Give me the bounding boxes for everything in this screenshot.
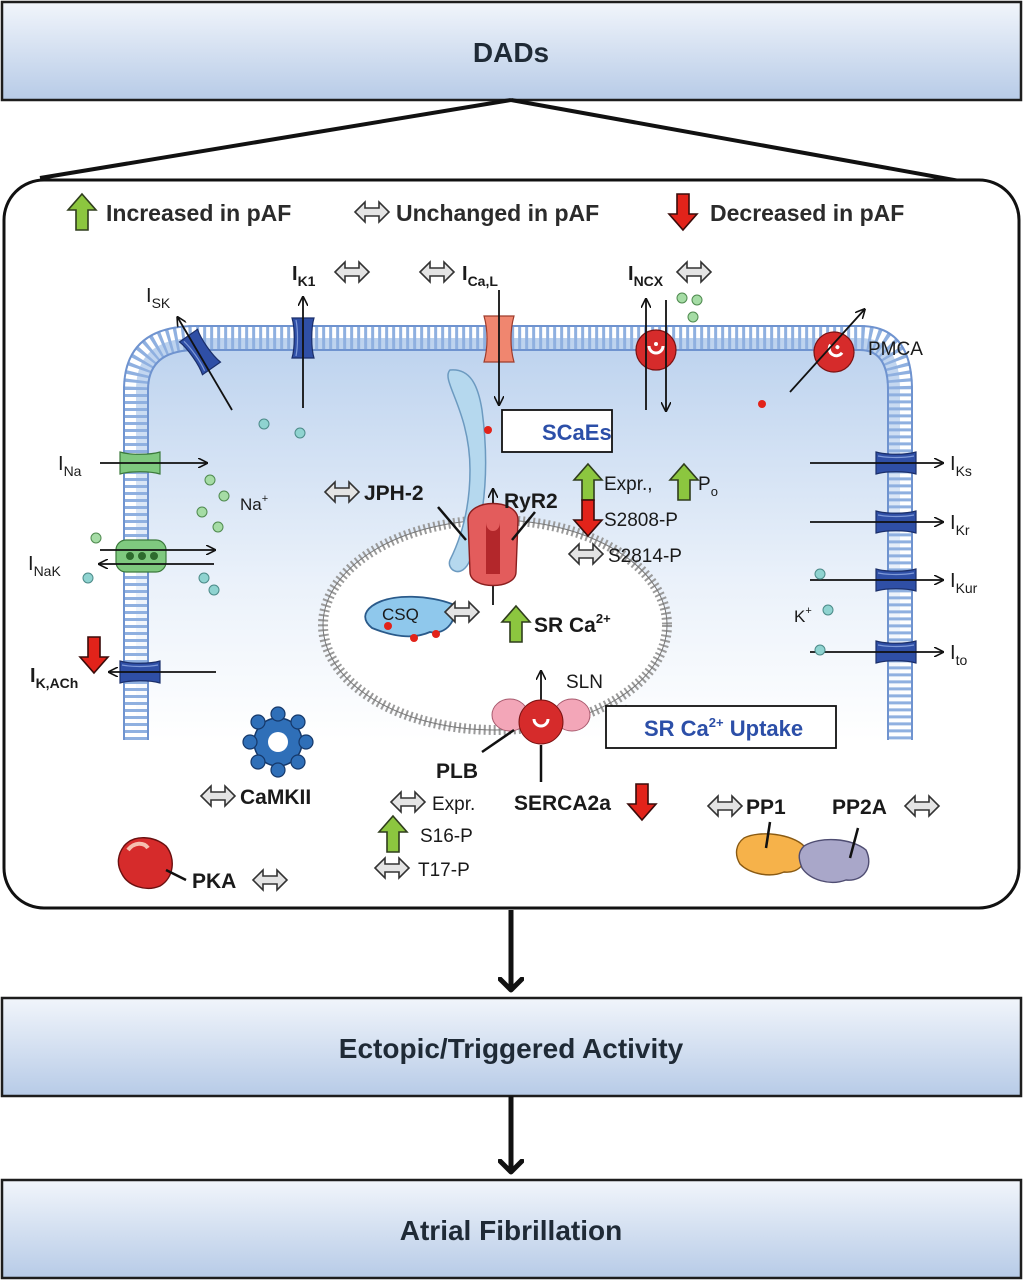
t17-label: T17-P xyxy=(418,860,470,881)
plb-label: PLB xyxy=(436,760,478,783)
legend-decreased: Decreased in pAF xyxy=(710,200,904,226)
camkii-label: CaMKII xyxy=(240,786,311,809)
ina-label: INa xyxy=(58,453,82,479)
pp2a-label: PP2A xyxy=(832,796,887,819)
incx-label: INCX xyxy=(628,263,664,289)
legend-unchanged: Unchanged in pAF xyxy=(396,200,599,226)
pmca-label: PMCA xyxy=(868,339,923,360)
inak-label: INaK xyxy=(28,553,61,579)
pp1-label: PP1 xyxy=(746,796,786,819)
sln-label: SLN xyxy=(566,672,603,693)
ikur-label: IKur xyxy=(950,570,978,596)
ryr2-po-label: Po xyxy=(698,474,718,499)
dads-title: DADs xyxy=(473,37,549,68)
sr-ca-label: SR Ca2+ xyxy=(534,611,611,637)
plb-expr-label: Expr. xyxy=(432,794,475,815)
ions xyxy=(82,292,834,656)
csq-label: CSQ xyxy=(382,605,419,624)
isk-arrow xyxy=(178,318,233,411)
sr-uptake-label: SR Ca2+ Uptake xyxy=(644,715,803,741)
pp2a-icon xyxy=(798,838,870,884)
funnel-left xyxy=(39,98,512,180)
iks-label: IKs xyxy=(950,453,972,479)
scaes-box xyxy=(501,409,613,453)
isk-label: ISK xyxy=(146,285,171,311)
sr-uptake-box xyxy=(605,705,837,749)
ikr-label: IKr xyxy=(950,512,970,538)
jph2-label: JPH-2 xyxy=(364,482,424,505)
pka-label: PKA xyxy=(192,870,236,893)
camkii-icon xyxy=(242,706,314,778)
dads-box xyxy=(0,0,1023,102)
pka-leader xyxy=(165,868,187,882)
inak-pump xyxy=(115,539,167,573)
ryr2-label: RyR2 xyxy=(504,490,558,513)
legend-increased: Increased in pAF xyxy=(106,200,291,226)
pmca-arrow xyxy=(789,310,864,393)
ikach-label: IK,ACh xyxy=(30,665,78,691)
pp1-icon xyxy=(735,833,807,876)
s2814-label: S2814-P xyxy=(608,546,682,567)
funnel-right xyxy=(510,98,966,184)
pka-icon xyxy=(117,837,173,890)
ito-label: Ito xyxy=(950,642,967,668)
ectopic-box xyxy=(0,996,1023,1098)
ryr2-channel xyxy=(467,502,519,587)
s16-label: S16-P xyxy=(420,826,473,847)
serca-label: SERCA2a xyxy=(514,792,611,815)
s2808-label: S2808-P xyxy=(604,510,678,531)
ectopic-title: Ectopic/Triggered Activity xyxy=(339,1033,684,1064)
ik1-label: IK1 xyxy=(292,263,316,289)
ryr2-expr-label: Expr., xyxy=(604,474,653,495)
pp2a-leader xyxy=(848,827,860,859)
legend: Increased in pAF Unchanged in pAF Decrea… xyxy=(67,193,904,231)
pp1-leader xyxy=(764,821,772,849)
af-title: Atrial Fibrillation xyxy=(400,1215,622,1246)
plb-leader xyxy=(481,728,515,754)
scaes-label: SCaEs xyxy=(542,420,612,445)
ryr2-leader xyxy=(511,511,536,541)
jph2-leader xyxy=(437,506,467,541)
k-label: K+ xyxy=(794,605,812,626)
af-box xyxy=(0,1178,1023,1280)
na-label: Na+ xyxy=(240,493,268,514)
ical-label: ICa,L xyxy=(462,263,498,289)
ncx-exchanger xyxy=(634,328,678,372)
serca-pump xyxy=(491,698,591,745)
csq-protein xyxy=(364,595,456,642)
